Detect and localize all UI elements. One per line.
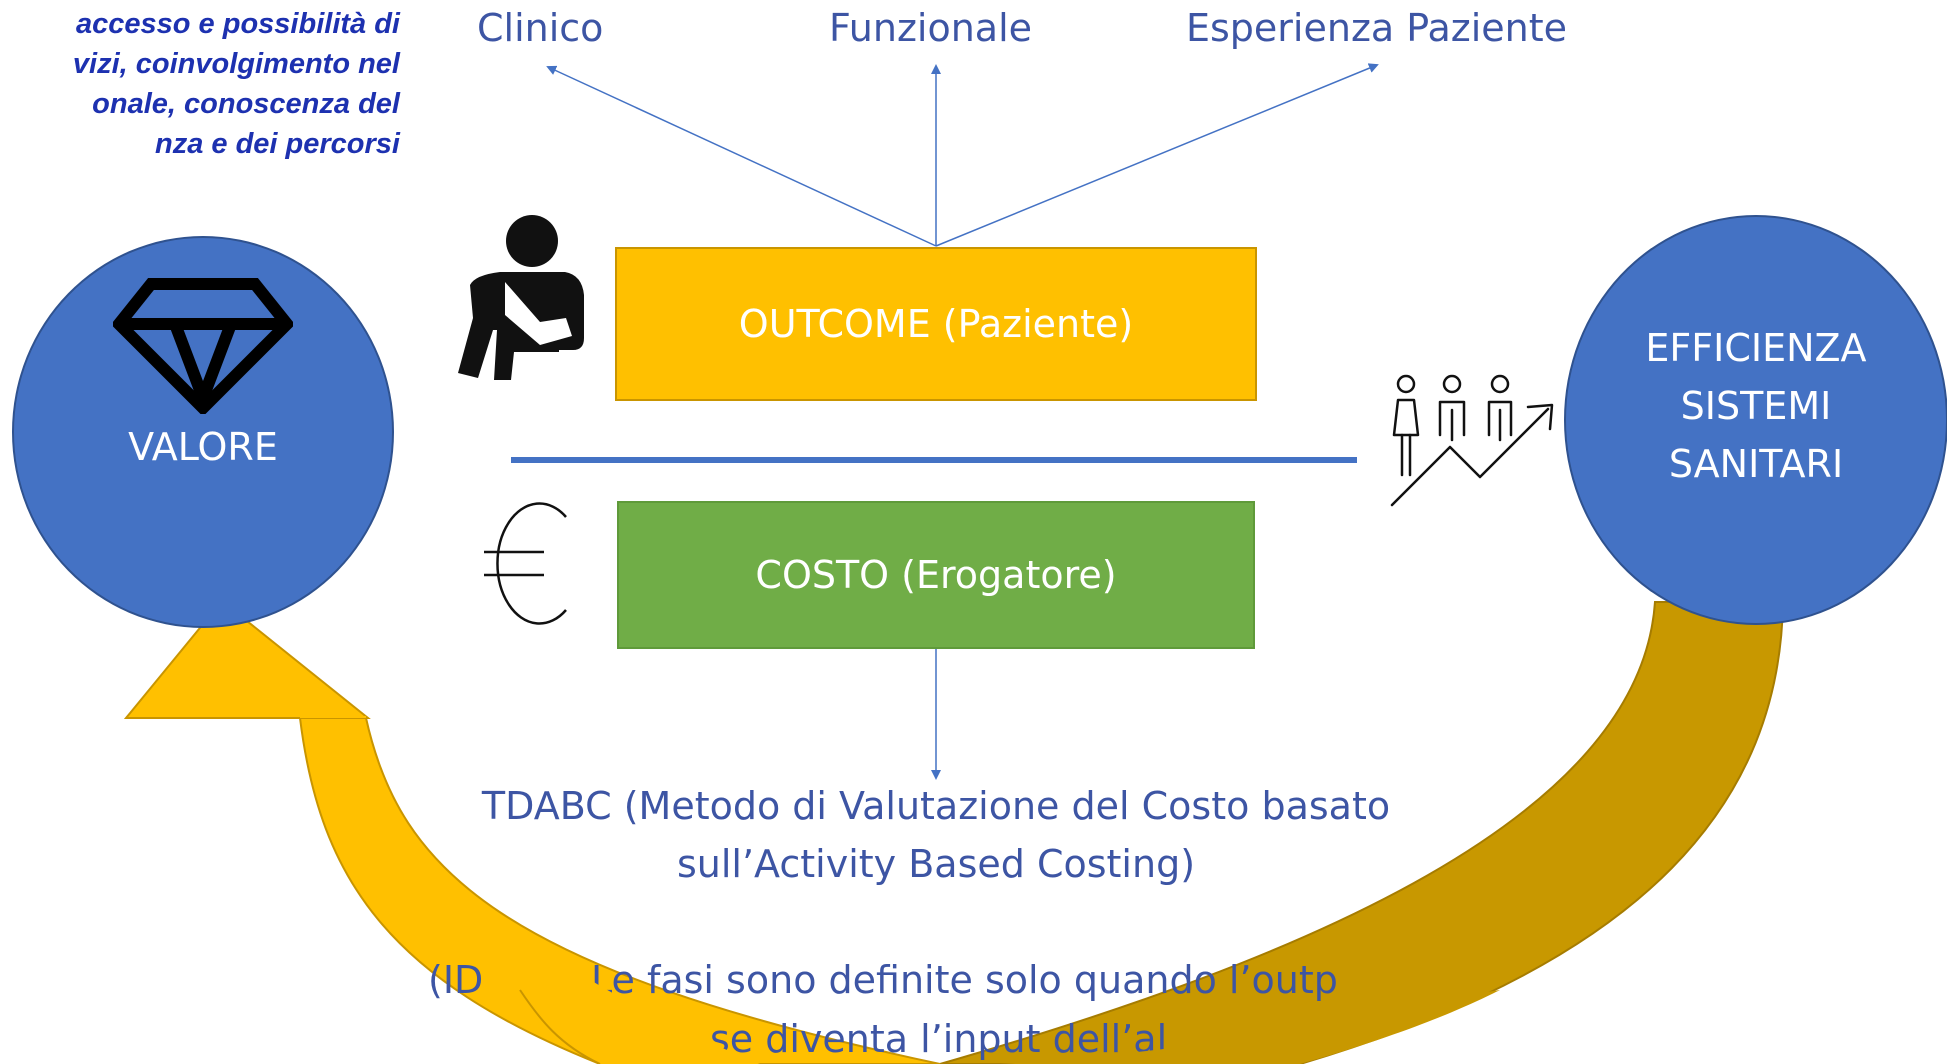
valore-circle: VALORE [12, 236, 394, 628]
note-line-2: vizi, coinvolgimento nel [72, 48, 400, 80]
tdabc-line-2: sull’Activity Based Costing) [676, 842, 1196, 886]
arrow-to-esperienza [935, 63, 1379, 247]
efficienza-circle: EFFICIENZA SISTEMI SANITARI [1564, 215, 1947, 625]
dimension-funzionale: Funzionale [829, 6, 1033, 50]
dimension-clinico: Clinico [477, 6, 604, 50]
note-line-1: accesso e possibilità di [76, 8, 400, 40]
outcome-box: OUTCOME (Paziente) [615, 247, 1257, 401]
cost-box-label: COSTO (Erogatore) [755, 553, 1117, 597]
idef-line-2-main: se diventa l’input dell’al [710, 1017, 1168, 1061]
efficienza-line-3: SANITARI [1668, 442, 1844, 486]
arrow-to-clinico [546, 65, 937, 247]
idef-line-1-prefix: (ID [428, 958, 484, 1002]
valore-label: VALORE [128, 425, 278, 469]
euro-icon [484, 502, 567, 625]
description-note: accesso e possibilità di vizi, coinvolgi… [0, 4, 400, 164]
note-line-3: onale, conoscenza del [92, 88, 400, 120]
efficienza-line-2: SISTEMI [1680, 384, 1832, 428]
diamond-icon [113, 278, 293, 414]
idef-line-1-main: Le fasi sono definite solo quando l’outp [591, 958, 1338, 1002]
people-growth-icon [1390, 374, 1554, 507]
dimension-esperienza-paziente: Esperienza Paziente [1186, 6, 1568, 50]
note-line-4: nza e dei percorsi [155, 128, 400, 160]
cost-box: COSTO (Erogatore) [617, 501, 1255, 649]
injured-person-icon [458, 215, 584, 380]
tdabc-line-1: TDABC (Metodo di Valutazione del Costo b… [481, 784, 1391, 828]
efficienza-line-1: EFFICIENZA [1645, 326, 1867, 370]
cycle-arrow [123, 599, 1785, 1064]
outcome-box-label: OUTCOME (Paziente) [738, 302, 1134, 346]
